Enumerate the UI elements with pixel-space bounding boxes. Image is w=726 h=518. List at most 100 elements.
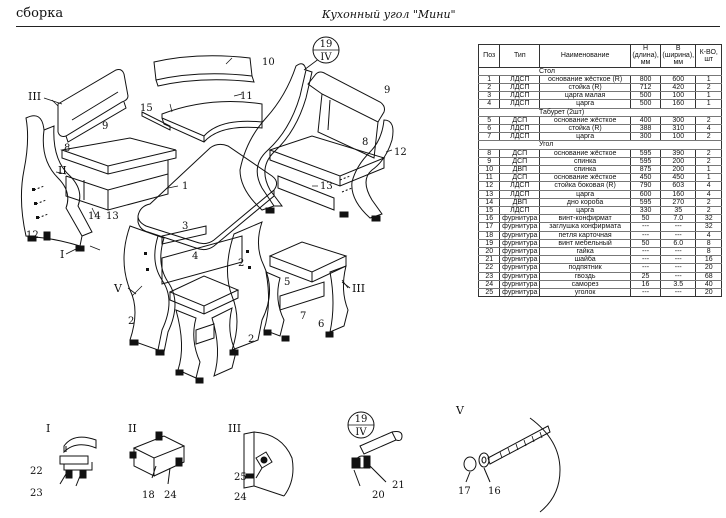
detail-title-II: II (128, 422, 137, 435)
table-cell-qty: 20 (695, 288, 722, 298)
table-cell-type: ЛДСП (499, 206, 541, 216)
table-cell-type: ЛДСП (499, 99, 541, 109)
table-cell-name: шайба (539, 255, 632, 265)
table-cell-h: 800 (630, 75, 662, 85)
callout-8: 8 (64, 143, 70, 154)
marker-19-IV-top: 19 IV (312, 36, 340, 64)
table-cell-name: стойка боковая (R) (539, 181, 632, 191)
table-cell-b: 300 (660, 116, 697, 126)
table-cell-name: заглушка конфирмата (539, 222, 632, 232)
table-cell-h: 16 (630, 280, 662, 290)
callout-23: 23 (30, 488, 43, 499)
table-cell-h: --- (630, 263, 662, 273)
table-cell-h: 50 (630, 239, 662, 249)
table-cell-type: ДСП (499, 116, 541, 126)
table-cell-h: 712 (630, 83, 662, 93)
callout-8: 8 (362, 137, 368, 148)
table-cell-h: 300 (630, 132, 662, 142)
callout-13: 13 (106, 211, 119, 222)
table-cell-pos: 9 (477, 157, 501, 167)
callout-5: 5 (284, 277, 290, 288)
table-cell-pos: 2 (477, 83, 501, 93)
stool-right (263, 241, 349, 342)
table-cell-qty: 1 (695, 165, 722, 175)
marker-detail-number: 19 (355, 414, 368, 425)
table-cell-b: 100 (660, 91, 697, 101)
marker-top-roman: IV (320, 52, 332, 63)
table-cell-pos: 24 (477, 280, 501, 290)
table-cell-name: основание жёсткое (539, 173, 632, 183)
table-cell-pos: 15 (477, 206, 501, 216)
table-cell-name: спинка (539, 157, 632, 167)
table-top (137, 143, 278, 245)
table (123, 143, 278, 356)
table-cell-type: фурнитура (499, 231, 541, 240)
table-cell-name: царга (539, 132, 632, 142)
table-cell-name: дно короба (539, 198, 632, 208)
table-cell-b: --- (660, 231, 697, 240)
table-cell-pos: 18 (477, 231, 501, 240)
marker-19-IV-detail: 19 IV (347, 411, 375, 439)
callout-11: 11 (240, 91, 253, 102)
callout-21: 21 (392, 480, 405, 491)
table-cell-b: --- (660, 255, 697, 265)
table-cell-name: стойка (R) (539, 83, 632, 93)
table-cell-name: основание жёсткое (539, 149, 632, 158)
table-cell-type: ДВП (499, 198, 541, 208)
table-cell-name: царга (539, 190, 632, 199)
table-cell-name: винт-конфирмат (539, 214, 632, 224)
table-cell-pos: 7 (477, 132, 501, 142)
detail-II (129, 431, 186, 485)
marker-top-number: 19 (320, 39, 333, 50)
callout-25: 25 (234, 472, 247, 483)
callout-10: 10 (262, 57, 275, 68)
table-cell-h: 595 (630, 157, 662, 167)
table-section-row: Стол (478, 67, 722, 76)
table-cell-name: основание жёсткое (539, 116, 632, 126)
table-cell-type: ЛДСП (499, 132, 541, 142)
detail-title-I: I (46, 422, 50, 435)
table-cell-qty: 2 (695, 149, 722, 158)
col-header-pos: Поз (477, 44, 501, 68)
table-cell-qty: 2 (695, 157, 722, 167)
callout-15: 15 (140, 103, 153, 114)
col-header-qty: К-ВО, шт (695, 44, 722, 68)
table-cell-b: 6.0 (660, 239, 697, 249)
table-cell-b: 200 (660, 165, 697, 175)
table-cell-pos: 8 (477, 149, 501, 158)
roman-III-marker: III (28, 90, 41, 103)
part-callouts: 1 2 2 2 3 4 5 6 7 8 8 9 9 10 11 12 12 13… (26, 57, 501, 503)
callout-12: 12 (26, 230, 39, 241)
table-cell-qty: 20 (695, 263, 722, 273)
table-cell-pos: 12 (477, 181, 501, 191)
callout-18: 18 (142, 490, 155, 501)
table-leg-right (226, 221, 270, 351)
table-cell-b: 390 (660, 149, 697, 158)
table-cell-qty: 32 (695, 222, 722, 232)
table-cell-h: 330 (630, 206, 662, 216)
table-cell-pos: 17 (477, 222, 501, 232)
corner-seat (161, 101, 263, 137)
table-cell-h: 500 (630, 99, 662, 109)
table-cell-pos: 20 (477, 247, 501, 257)
table-section-title: Угол (478, 140, 722, 150)
table-cell-h: 25 (630, 272, 662, 281)
corner-section (141, 55, 263, 143)
callout-22: 22 (30, 466, 43, 477)
table-cell-b: 450 (660, 173, 697, 183)
table-cell-h: 50 (630, 214, 662, 224)
table-cell-type: ЛДСП (499, 75, 541, 85)
table-cell-h: 875 (630, 165, 662, 175)
table-cell-qty: 40 (695, 280, 722, 290)
table-cell-h: --- (630, 255, 662, 265)
